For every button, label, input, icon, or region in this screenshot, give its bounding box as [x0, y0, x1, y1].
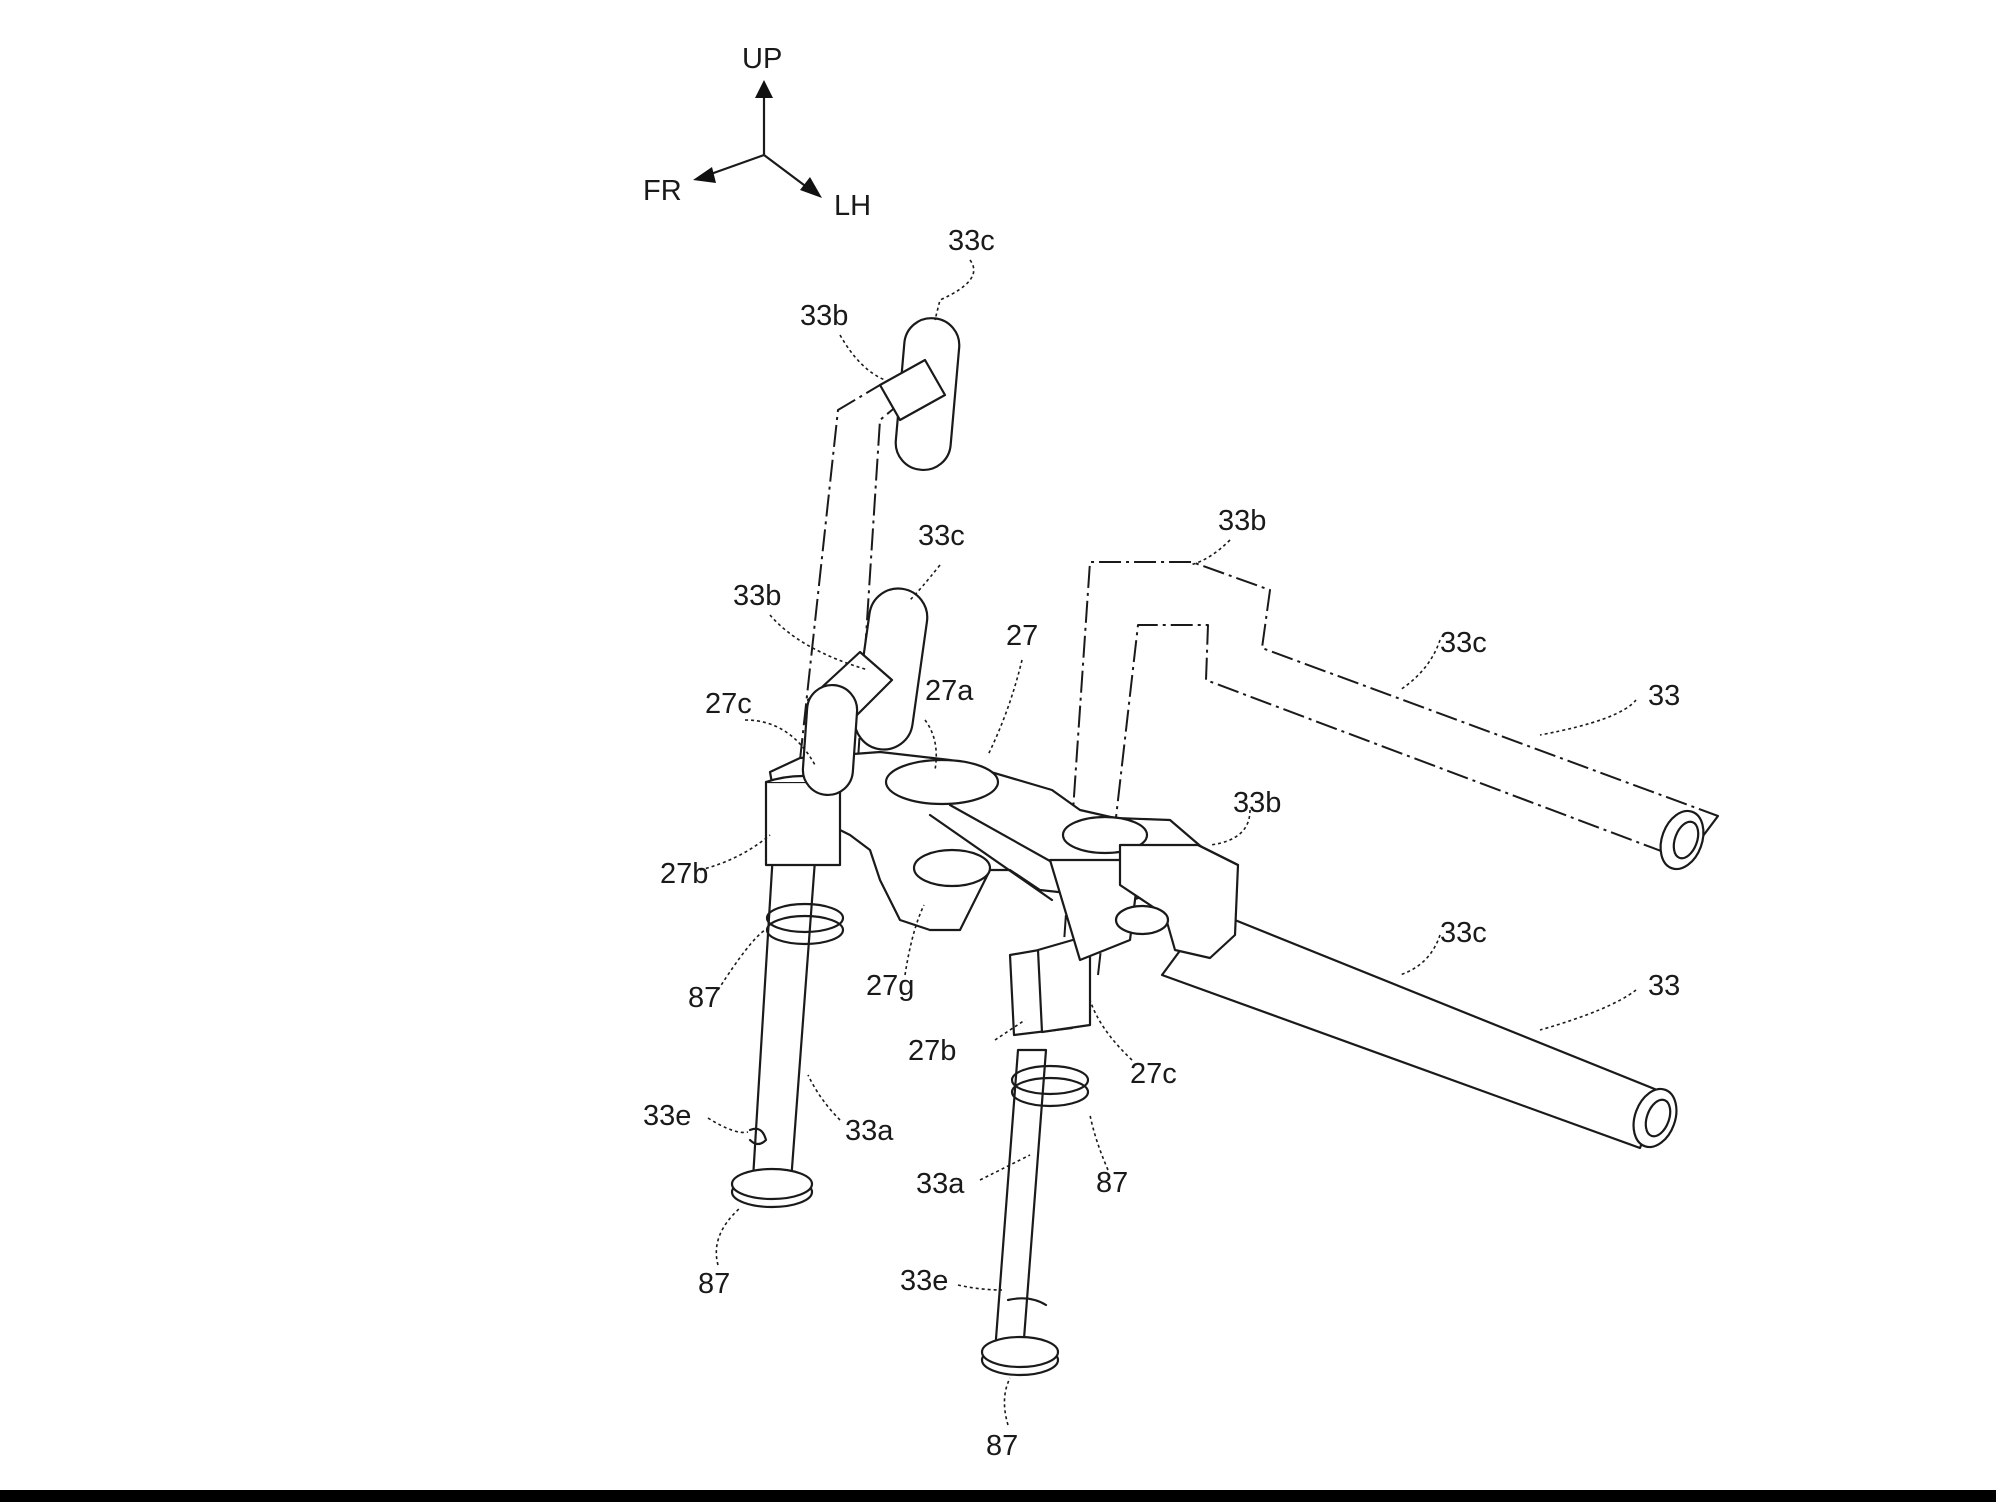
axis-up-label: UP [742, 43, 782, 75]
orientation-axes: UP FR LH [643, 43, 871, 222]
axis-front-label: FR [643, 175, 682, 207]
reference-labels: 33c 33b 33c 33b 27 27a 27c 27b 87 27g 33… [643, 225, 1680, 1462]
label-33c-right: 33c [1440, 917, 1487, 949]
label-27c-left: 27c [705, 688, 752, 720]
label-33b-phantom: 33b [1218, 505, 1266, 537]
left-clamp [764, 683, 859, 867]
label-87-left-upper: 87 [688, 982, 720, 1014]
label-33-right: 33 [1648, 970, 1680, 1002]
label-33a-left: 33a [845, 1115, 894, 1147]
right-handlebar-block [1114, 843, 1240, 960]
label-27: 27 [1006, 620, 1038, 652]
label-33b-mid: 33b [733, 580, 781, 612]
label-27b-right: 27b [908, 1035, 956, 1067]
leader-lines [699, 259, 1637, 1426]
label-27g: 27g [866, 970, 914, 1002]
right-handlebar [1160, 809, 1705, 1150]
label-33c-top: 33c [948, 225, 995, 257]
label-33e-left: 33e [643, 1100, 691, 1132]
label-33b-top: 33b [800, 300, 848, 332]
label-27c-right: 27c [1130, 1058, 1177, 1090]
label-33-phantom: 33 [1648, 680, 1680, 712]
label-33a-right: 33a [916, 1168, 965, 1200]
bottom-border-bar [0, 1490, 1996, 1502]
label-33e-right: 33e [900, 1265, 948, 1297]
right-clamp [1008, 858, 1142, 1037]
label-27b-left: 27b [660, 858, 708, 890]
left-fork-tube [730, 818, 845, 1209]
label-33b-right: 33b [1233, 787, 1281, 819]
label-27a: 27a [925, 675, 974, 707]
label-33c-phantom: 33c [1440, 627, 1487, 659]
right-fork-tube [980, 1048, 1090, 1377]
label-87-right-lower: 87 [986, 1430, 1018, 1462]
label-33c-mid: 33c [918, 520, 965, 552]
label-87-right-upper: 87 [1096, 1167, 1128, 1199]
label-87-left-lower: 87 [698, 1268, 730, 1300]
axis-left-label: LH [834, 190, 871, 222]
